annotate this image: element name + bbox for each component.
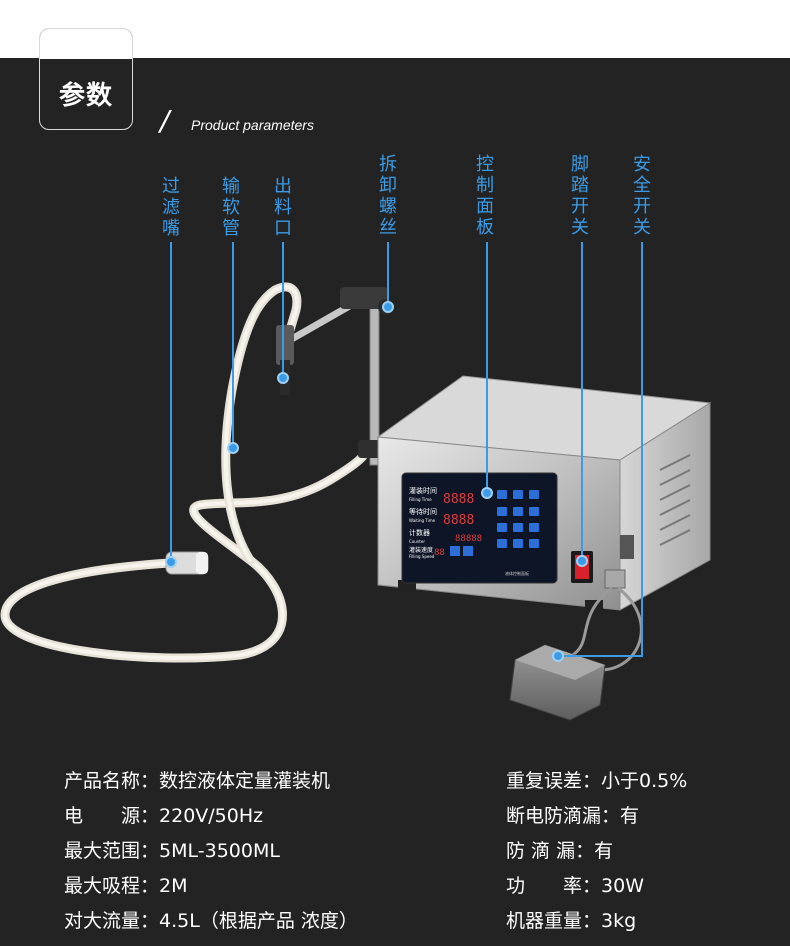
spec-left-4: 对大流量：4.5L（根据产品 浓度） xyxy=(64,910,358,932)
page-title: 参数 xyxy=(58,81,113,111)
dot-screw xyxy=(382,301,394,313)
dot-panel xyxy=(481,487,493,499)
nozzle-arm xyxy=(276,287,394,458)
svg-text:88888: 88888 xyxy=(455,534,482,544)
title-box: 参数 xyxy=(39,28,133,130)
svg-text:Waiting Time: Waiting Time xyxy=(409,518,436,523)
slash-divider: / xyxy=(160,104,170,137)
leader-panel xyxy=(486,242,488,492)
svg-text:计数器: 计数器 xyxy=(409,528,430,537)
callout-pedal: 脚踏开关 xyxy=(571,154,589,238)
foot-pedal xyxy=(509,644,606,721)
callout-panel: 控制面板 xyxy=(476,154,494,238)
power-connector xyxy=(604,535,634,589)
dot-filter xyxy=(165,556,177,568)
spec-right-3: 功 率：30W xyxy=(506,875,644,897)
spec-right-0: 重复误差：小于0.5% xyxy=(506,770,688,792)
panel-label-filling: 灌装时间 xyxy=(409,486,437,495)
spec-right-1: 断电防滴漏：有 xyxy=(506,805,640,827)
control-panel: 灌装时间 Filling Time 等待时间 Waiting Time 计数器 … xyxy=(401,472,558,584)
leader-outlet xyxy=(282,242,284,377)
spec-right-4: 机器重量：3kg xyxy=(506,910,637,932)
callout-screw: 拆卸螺丝 xyxy=(379,154,397,238)
spec-right-2: 防 滴 漏：有 xyxy=(506,840,614,862)
dot-safety-switch xyxy=(576,555,588,567)
svg-text:Counter: Counter xyxy=(409,539,425,544)
filling-machine-illustration: 灌装时间 Filling Time 等待时间 Waiting Time 计数器 … xyxy=(0,282,712,721)
leader-filter xyxy=(170,242,172,560)
spec-left-1: 电 源：220V/50Hz xyxy=(64,805,264,827)
svg-text:8888: 8888 xyxy=(443,513,474,528)
leader-pedal xyxy=(641,242,643,657)
callout-outlet: 出料口 xyxy=(274,176,292,239)
dot-pedal xyxy=(552,650,564,662)
callout-filter: 过滤嘴 xyxy=(162,176,180,239)
svg-text:Filling Time: Filling Time xyxy=(409,497,432,502)
dot-hose xyxy=(227,442,239,454)
callout-safety: 安全开关 xyxy=(633,154,651,238)
hose-tube xyxy=(0,282,370,663)
page-subtitle: Product parameters xyxy=(191,117,314,133)
dot-outlet xyxy=(277,372,289,384)
svg-text:等待时间: 等待时间 xyxy=(409,507,437,516)
svg-text:液体控制面板: 液体控制面板 xyxy=(505,570,529,576)
callout-hose: 输软管 xyxy=(222,176,240,239)
svg-text:8888: 8888 xyxy=(443,492,474,507)
svg-text:88: 88 xyxy=(434,548,445,558)
leader-screw xyxy=(387,242,389,304)
svg-text:灌装速度: 灌装速度 xyxy=(409,546,433,554)
spec-left-2: 最大范围：5ML-3500ML xyxy=(64,840,280,862)
spec-left-3: 最大吸程：2M xyxy=(64,875,188,897)
spec-left-0: 产品名称：数控液体定量灌装机 xyxy=(64,770,331,792)
svg-text:Filling Speed: Filling Speed xyxy=(409,554,435,559)
leader-hose xyxy=(232,242,234,447)
leader-safety-switch xyxy=(581,242,583,560)
filter-nozzle xyxy=(165,551,209,575)
leader-pedal-horizontal xyxy=(558,655,643,657)
